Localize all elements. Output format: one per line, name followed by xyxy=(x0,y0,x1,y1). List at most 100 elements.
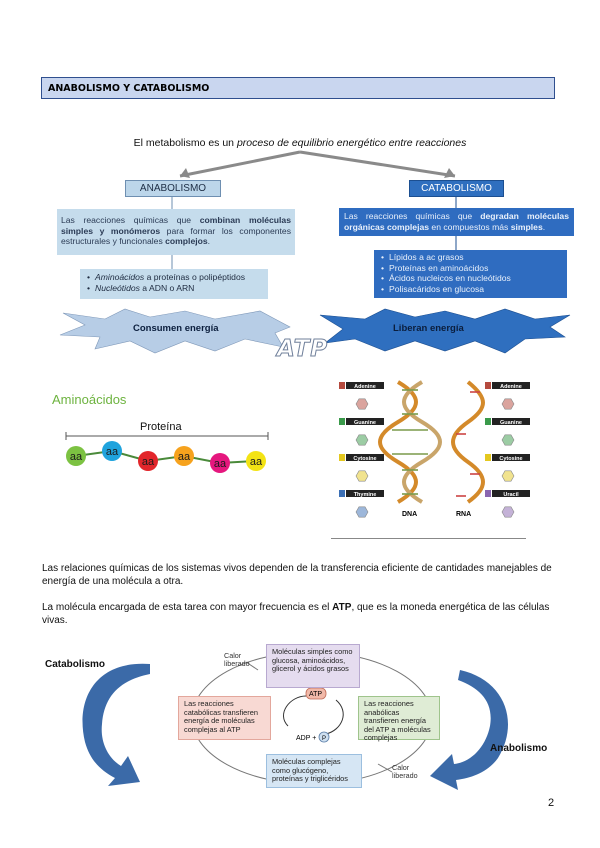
rna-base-structure-icon xyxy=(501,470,515,482)
phosphate-icon xyxy=(318,731,330,743)
rna-base-tag xyxy=(492,382,530,389)
rna-base-tag xyxy=(492,454,530,461)
energy-bursts xyxy=(59,308,571,354)
rna-base-color xyxy=(485,382,491,389)
protein-chain: aa aa aa aa aa aa xyxy=(65,432,269,473)
cycle-pi-text: P xyxy=(322,736,326,742)
list-item: Nucleótidos a ADN o ARN xyxy=(95,283,262,294)
amino-acid-bead xyxy=(246,451,266,471)
amino-acid-bead xyxy=(66,446,86,466)
catabolism-arrow xyxy=(82,663,150,786)
divider xyxy=(331,538,526,539)
amino-acid-label: aa xyxy=(106,446,119,458)
amino-acid-bead xyxy=(102,441,122,461)
list-item: Aminoácidos a proteínas o polipéptidos xyxy=(95,272,262,283)
rna-base-structure-icon xyxy=(501,434,515,446)
catabolismo-description: Las reacciones químicas que degradan mol… xyxy=(339,208,574,236)
dna-base-structure-icon xyxy=(355,506,369,518)
rna-base-tag xyxy=(492,418,530,425)
rna-base-name: Guanine xyxy=(500,420,522,426)
complex-molecules-box: Moléculas complejas como glucógeno, prot… xyxy=(266,754,362,788)
list-item: Proteínas en aminoácidos xyxy=(389,263,561,274)
anabolismo-description: Las reacciones químicas que combinan mol… xyxy=(57,209,295,255)
consume-energy-label: Consumen energía xyxy=(133,323,219,334)
section-header: ANABOLISMO Y CATABOLISMO xyxy=(41,77,555,99)
amino-acid-label: aa xyxy=(70,451,83,463)
heat-arrow-top xyxy=(245,661,259,671)
amino-acid-bead xyxy=(138,451,158,471)
dna-label: DNA xyxy=(402,511,417,518)
cycle-atp-text: ATP xyxy=(309,691,322,698)
amino-acid-label: aa xyxy=(214,458,227,470)
dna-base-color xyxy=(339,382,345,389)
intro-emphasis: proceso de equilibrio energético entre r… xyxy=(236,137,467,149)
dna-base-name: Thymine xyxy=(354,492,377,498)
catabolismo-label: CATABOLISMO xyxy=(409,180,504,197)
amino-acid-bead xyxy=(174,446,194,466)
cycle-adp-text: ADP + xyxy=(296,735,316,742)
amino-acid-bead xyxy=(210,453,230,473)
amino-acid-label: aa xyxy=(250,456,263,468)
intro-prefix: El metabolismo es un xyxy=(133,137,237,149)
paragraph-1: Las relaciones químicas de los sistemas … xyxy=(42,563,552,587)
anabolism-arrow xyxy=(430,670,509,790)
dna-base-name: Adenine xyxy=(354,384,376,390)
section-title: ANABOLISMO Y CATABOLISMO xyxy=(48,83,210,94)
dna-base-tag xyxy=(346,418,384,425)
anabolismo-label: ANABOLISMO xyxy=(125,180,221,197)
arrow-to-anabolismo xyxy=(179,150,301,178)
dna-base-tag xyxy=(346,382,384,389)
release-energy-label: Liberan energía xyxy=(393,323,464,334)
heat-arrow-bottom xyxy=(377,763,393,773)
anabolismo-cycle-label: Anabolismo xyxy=(490,743,548,754)
simple-molecules-box: Moléculas simples como glucosa, aminoáci… xyxy=(266,644,360,688)
catabolismo-cycle-label: Catabolismo xyxy=(45,659,106,670)
dna-base-color xyxy=(339,454,345,461)
anabolismo-examples: Aminoácidos a proteínas o polipéptidos N… xyxy=(80,269,268,299)
list-item: Ácidos nucleicos en nucleótidos xyxy=(389,273,561,284)
metabolism-intro: El metabolismo es un proceso de equilibr… xyxy=(0,137,600,149)
rna-base-structure-icon xyxy=(501,398,515,410)
rna-base-structure-icon xyxy=(501,506,515,518)
dna-base-color xyxy=(339,418,345,425)
list-item: Polisacáridos en glucosa xyxy=(389,284,561,295)
dna-base-structure-icon xyxy=(355,398,369,410)
dna-base-color xyxy=(339,490,345,497)
atp-cycle-right xyxy=(325,699,344,735)
dna-base-tag xyxy=(346,490,384,497)
release-energy-burst xyxy=(319,308,571,354)
atp-cycle-left xyxy=(283,695,307,727)
rna-base-color xyxy=(485,490,491,497)
dna-base-structure-icon xyxy=(355,470,369,482)
rna-base-name: Cytosine xyxy=(499,456,522,462)
rna-base-tag xyxy=(492,490,530,497)
rna-base-color xyxy=(485,418,491,425)
dna-base-tag xyxy=(346,454,384,461)
paragraph-2: La molécula encargada de esta tarea con … xyxy=(42,602,550,626)
arrow-to-catabolismo xyxy=(299,150,456,178)
catabolic-reactions-box: Las reacciones catabólicas transfieren e… xyxy=(178,696,271,740)
aminoacids-title: Aminoácidos xyxy=(52,392,127,407)
dna-base-name: Cytosine xyxy=(353,456,376,462)
rna-base-name: Uracil xyxy=(503,492,519,498)
rna-base-name: Adenine xyxy=(500,384,522,390)
catabolismo-examples: Lípidos a ac grasos Proteínas en aminoác… xyxy=(374,250,567,298)
dna-helix xyxy=(378,380,442,504)
page-number: 2 xyxy=(548,797,555,809)
list-item: Lípidos a ac grasos xyxy=(389,252,561,263)
amino-acid-label: aa xyxy=(142,456,155,468)
protein-label: Proteína xyxy=(140,421,182,433)
anabolic-reactions-box: Las reacciones anabólicas transfieren en… xyxy=(358,696,440,742)
dna-base-name: Guanine xyxy=(354,420,376,426)
rna-label: RNA xyxy=(456,511,471,518)
atp-badge xyxy=(305,687,327,700)
arrowhead-catabolismo xyxy=(444,168,455,178)
dna-base-structure-icon xyxy=(355,434,369,446)
amino-acid-label: aa xyxy=(178,451,191,463)
arrowhead-anabolismo xyxy=(180,168,190,178)
rna-base-color xyxy=(485,454,491,461)
